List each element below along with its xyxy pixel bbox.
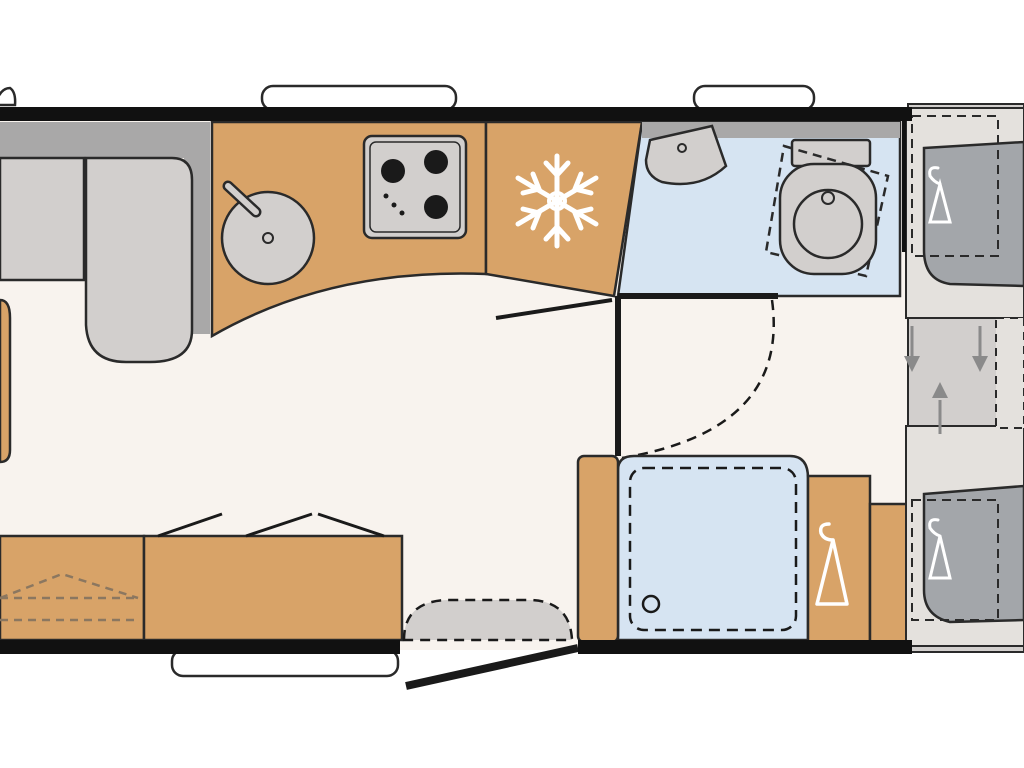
window-top-left <box>0 86 17 107</box>
dinette-table-edge <box>0 298 12 464</box>
dinette-seat-cushion <box>0 156 86 282</box>
hob-icon <box>362 134 468 240</box>
bed-passage <box>904 317 1024 434</box>
sliding-door-leaf <box>495 298 613 320</box>
dinette-corner-seat <box>84 156 194 364</box>
lower-cabinets <box>0 512 404 642</box>
bed-lower <box>905 425 1024 647</box>
entrance-door <box>405 644 579 690</box>
bathroom-door-swing <box>621 299 775 460</box>
sink-icon <box>220 180 316 286</box>
entrance-step <box>402 598 574 642</box>
shower-drain-icon <box>641 594 661 614</box>
window-top-2 <box>692 84 816 112</box>
dinette <box>0 122 210 464</box>
window-top-1 <box>260 84 458 112</box>
hanger-icon <box>815 522 849 606</box>
rear-bed-area <box>904 103 1024 653</box>
shower-side-cabinet <box>576 454 620 644</box>
kitchen-counter <box>210 120 488 339</box>
washbasin-icon <box>644 124 728 186</box>
up-arrow-icon <box>932 382 948 434</box>
fridge <box>484 120 644 298</box>
shower <box>616 454 810 642</box>
bathroom <box>616 120 902 298</box>
down-arrow-icon <box>904 326 988 372</box>
dinette-backrest <box>0 122 208 158</box>
hanger-icon <box>928 166 952 224</box>
hanger-icon <box>928 518 952 580</box>
snowflake-icon <box>515 153 599 249</box>
bed-upper <box>905 107 1024 319</box>
toilet-icon <box>764 138 890 278</box>
